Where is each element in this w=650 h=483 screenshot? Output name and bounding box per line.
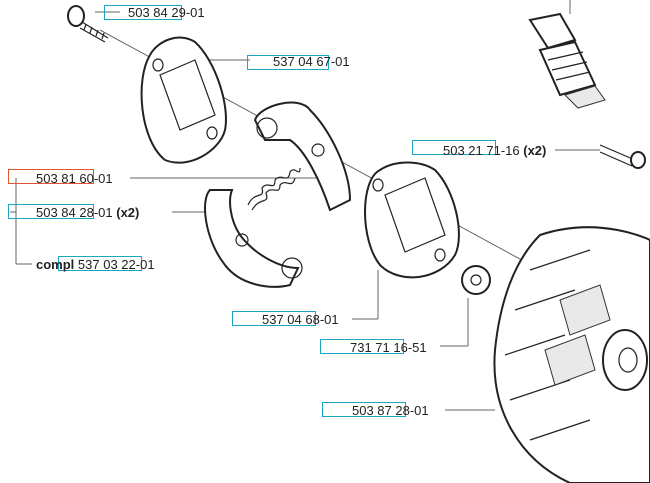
spark-plug-icon [528,12,606,109]
part-label-p9[interactable]: 503 87 28-01 [352,403,429,418]
part-label-p5[interactable]: 503 84 28-01 (x2) [36,205,139,220]
screw-icon [599,144,646,169]
clutch-plate-2-icon [364,161,460,279]
part-number: 503 81 60-01 [36,171,113,186]
part-prefix: compl [36,257,75,272]
part-label-p1[interactable]: 503 84 29-01 [128,5,205,20]
part-highlight-p1[interactable] [104,5,182,20]
part-number: 503 84 28-01 [36,205,113,220]
bolt-icon [67,5,109,43]
part-label-p7[interactable]: 537 04 68-01 [262,312,339,327]
part-number: 731 71 16-51 [350,340,427,355]
part-number: 503 87 28-01 [352,403,429,418]
part-number: 537 03 22-01 [77,257,155,272]
part-qty: (x2) [116,205,140,220]
part-label-p8[interactable]: 731 71 16-51 [350,340,427,355]
part-label-p3[interactable]: 503 21 71-16 (x2) [443,143,546,158]
part-number: 537 04 68-01 [262,312,339,327]
part-highlight-p3[interactable] [412,140,496,155]
part-label-p4[interactable]: 503 81 60-01 [36,171,113,186]
flywheel-icon [493,226,650,483]
washer-icon [461,265,491,295]
part-number: 503 84 29-01 [128,5,205,20]
spring-icon [247,167,301,211]
clutch-shoe-icon [253,101,352,212]
part-highlight-p7[interactable] [232,311,316,326]
part-highlight-p9[interactable] [322,402,406,417]
part-highlight-p6[interactable] [58,256,142,271]
part-number: 503 21 71-16 [443,143,520,158]
part-number: 537 04 67-01 [273,54,350,69]
part-label-p2[interactable]: 537 04 67-01 [273,54,350,69]
clutch-shoe-lower-icon [204,189,303,288]
part-highlight-p8[interactable] [320,339,404,354]
part-highlight-p2[interactable] [247,55,329,70]
part-qty: (x2) [523,143,547,158]
clutch-plate-icon [140,36,227,164]
part-label-p6[interactable]: compl 537 03 22-01 [36,257,155,272]
part-highlight-p5[interactable] [8,204,94,219]
part-highlight-p4[interactable] [8,169,94,184]
